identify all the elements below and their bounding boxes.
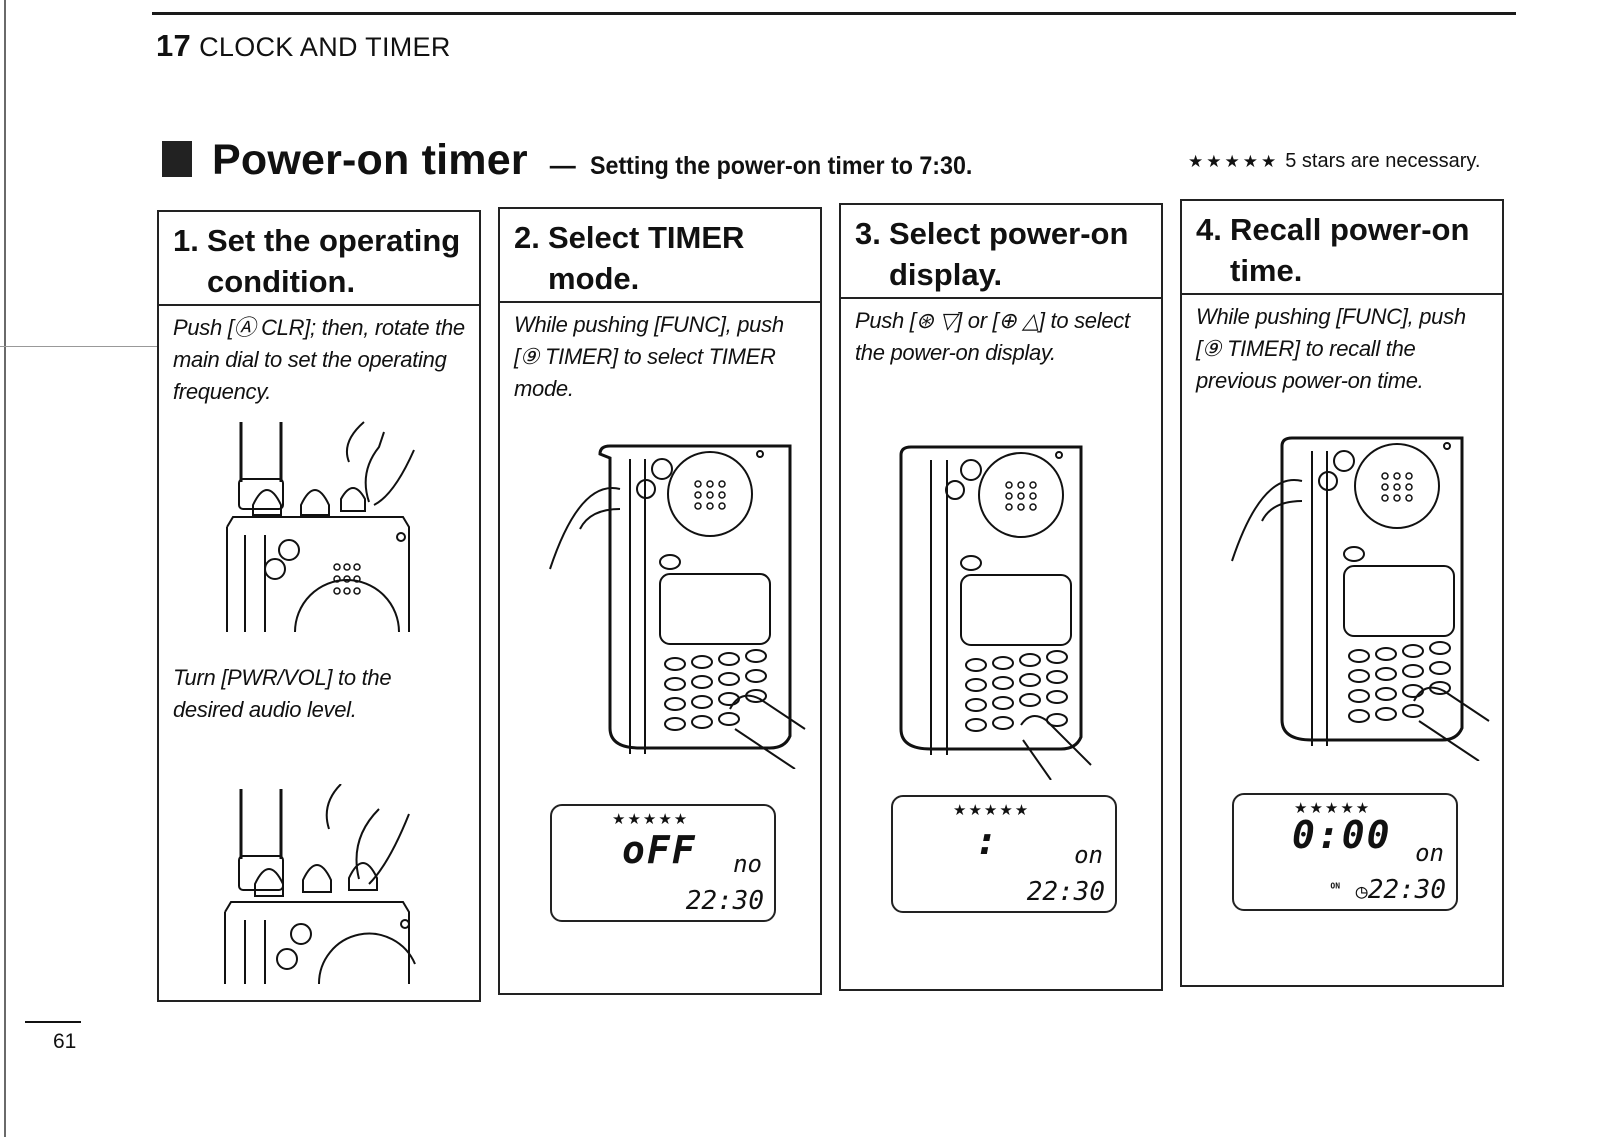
step-title-line2: display. — [889, 257, 1003, 292]
section-dash: — — [549, 150, 576, 180]
step-title-line1: Select power-on — [889, 216, 1129, 251]
step-header: 3.Select power-on display. — [841, 205, 1161, 299]
step-instruction: Push [⊛ ▽] or [⊕ △] to select the power-… — [855, 308, 1130, 365]
step-panel-3: 3.Select power-on display. Push [⊛ ▽] or… — [839, 203, 1163, 991]
stars-note: ★★★★★ 5 stars are necessary. — [1188, 150, 1480, 173]
step-title-line1: Recall power-on — [1230, 212, 1470, 247]
lcd-clock: 22:30 — [1026, 877, 1105, 907]
lcd-clock: 22:30 — [685, 886, 764, 916]
lcd-main-readout: oFF — [622, 828, 697, 872]
step-instruction: Push [Ⓐ CLR]; then, rotate the main dial… — [173, 315, 465, 404]
page-edge — [4, 0, 6, 1137]
radio-top-illustration — [226, 421, 415, 632]
step-title-line2: mode. — [548, 261, 640, 296]
section-title: Power-on timer — [212, 136, 528, 184]
step-number: 1. — [173, 223, 199, 258]
lcd-mode: on — [1415, 839, 1444, 867]
radio-front-illustration — [899, 445, 1092, 780]
section-bullet-icon — [162, 141, 192, 177]
lcd-clock-time: 22:30 — [1367, 875, 1446, 905]
step-title-line2: condition. — [207, 264, 356, 299]
step-panel-4: 4.Recall power-on time. While pushing [F… — [1180, 199, 1504, 987]
step-title-line1: Select TIMER — [548, 220, 745, 255]
step-title-line2: time. — [1230, 253, 1303, 288]
chapter-number: 17 — [156, 28, 192, 63]
step-number: 2. — [514, 220, 540, 255]
lcd-main-readout: 0:00 — [1292, 813, 1392, 857]
clock-icon: ◷ — [1355, 879, 1368, 903]
step-panel-1: 1.Set the operating condition. Push [Ⓐ C… — [157, 210, 481, 1002]
lcd-on-flag: ON — [1330, 881, 1341, 891]
stars-note-text: 5 stars are necessary. — [1285, 150, 1481, 172]
section-subtitle: Setting the power-on timer to 7:30. — [589, 152, 973, 180]
step-number: 3. — [855, 216, 881, 251]
lcd-display: ★★★★★ : on 22:30 — [891, 795, 1117, 913]
radio-front-illustration — [1231, 436, 1490, 761]
lcd-stars: ★★★★★ — [953, 802, 1031, 819]
footer-rule — [25, 1021, 81, 1023]
radio-top-illustration-2 — [224, 784, 416, 984]
header-rule — [152, 12, 1516, 15]
lcd-main-readout: : — [975, 819, 1000, 863]
step-number: 4. — [1196, 212, 1222, 247]
lcd-mode: on — [1074, 841, 1103, 869]
page-number: 61 — [53, 1030, 77, 1053]
lcd-display: ★★★★★ oFF no 22:30 — [550, 804, 776, 922]
chapter-title: CLOCK AND TIMER — [199, 32, 451, 62]
lcd-clock: ON ◷22:30 — [1330, 875, 1446, 905]
step-header: 2.Select TIMER mode. — [500, 209, 820, 303]
step-title: 1.Set the operating condition. — [173, 220, 460, 302]
star-icons: ★★★★★ — [1188, 152, 1280, 171]
section-heading: Power-on timer — Setting the power-on ti… — [162, 136, 1001, 185]
radio-front-illustration — [549, 444, 806, 769]
step-instruction: While pushing [FUNC], push [⑨ TIMER] to … — [1196, 304, 1466, 393]
step-title-line1: Set the operating — [207, 223, 461, 258]
step-title: 3.Select power-on display. — [855, 213, 1128, 295]
lcd-mode: no — [733, 850, 762, 878]
step-title: 2.Select TIMER mode. — [514, 217, 744, 299]
lcd-stars: ★★★★★ — [612, 811, 690, 828]
step-instruction-2: Turn [PWR/VOL] to the desired audio leve… — [173, 665, 392, 722]
step-header: 1.Set the operating condition. — [159, 212, 479, 306]
lcd-stars: ★★★★★ — [1294, 800, 1372, 817]
step-instruction: While pushing [FUNC], push [⑨ TIMER] to … — [514, 312, 784, 401]
step-header: 4.Recall power-on time. — [1182, 201, 1502, 295]
step-panel-2: 2.Select TIMER mode. While pushing [FUNC… — [498, 207, 822, 995]
lcd-display: ★★★★★ 0:00 on ON ◷22:30 — [1232, 793, 1458, 911]
step-title: 4.Recall power-on time. — [1196, 209, 1469, 291]
